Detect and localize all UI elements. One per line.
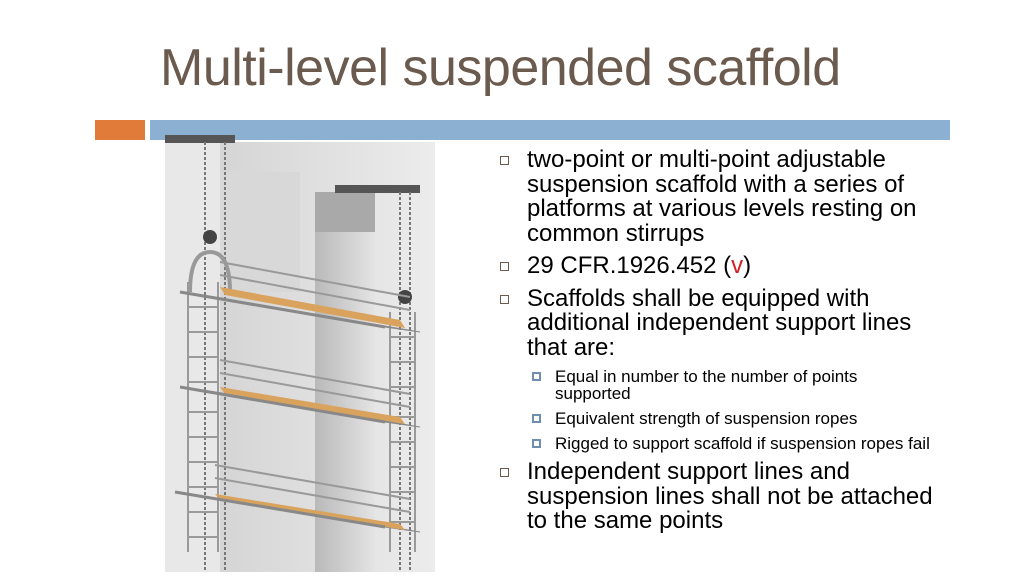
sub-bullet-text: Equal in number to the number of points … xyxy=(555,367,858,403)
sub-bullet-item: Rigged to support scaffold if suspension… xyxy=(527,435,937,452)
bullet-text: Scaffolds shall be equipped with additio… xyxy=(527,284,912,361)
sub-bullet-list: Equal in number to the number of points … xyxy=(527,368,937,452)
bullet-text: 29 CFR.1926.452 ( xyxy=(527,252,732,279)
bullet-list: two-point or multi-point adjustable susp… xyxy=(497,146,937,542)
sub-bullet-item: Equal in number to the number of points … xyxy=(527,368,937,402)
sub-bullet-item: Equivalent strength of suspension ropes xyxy=(527,410,937,427)
slide-title: Multi-level suspended scaffold xyxy=(160,39,841,97)
square-bullet-icon xyxy=(500,294,509,304)
bullet-text: ) xyxy=(743,252,752,279)
square-bullet-icon xyxy=(500,156,509,165)
square-bullet-icon xyxy=(532,439,541,448)
square-bullet-icon xyxy=(500,262,509,271)
bullet-text: Independent support lines and suspension… xyxy=(527,458,933,534)
scaffold-illustration xyxy=(165,135,435,572)
bullet-item: 29 CFR.1926.452 (v) xyxy=(497,252,937,279)
sub-bullet-text: Rigged to support scaffold if suspension… xyxy=(555,434,930,453)
square-bullet-icon xyxy=(532,414,541,423)
accent-bar-orange xyxy=(95,120,145,140)
square-bullet-icon xyxy=(532,372,541,381)
bullet-item: Scaffolds shall be equipped with additio… xyxy=(497,284,937,361)
bullet-item: two-point or multi-point adjustable susp… xyxy=(497,146,937,247)
sub-bullet-text: Equivalent strength of suspension ropes xyxy=(555,409,858,428)
accent-bar-blue xyxy=(150,120,950,140)
highlight-text: v xyxy=(731,252,744,279)
bullet-text: two-point or multi-point adjustable susp… xyxy=(527,146,917,247)
square-bullet-icon xyxy=(500,468,509,477)
bullet-item: Independent support lines and suspension… xyxy=(497,458,937,534)
